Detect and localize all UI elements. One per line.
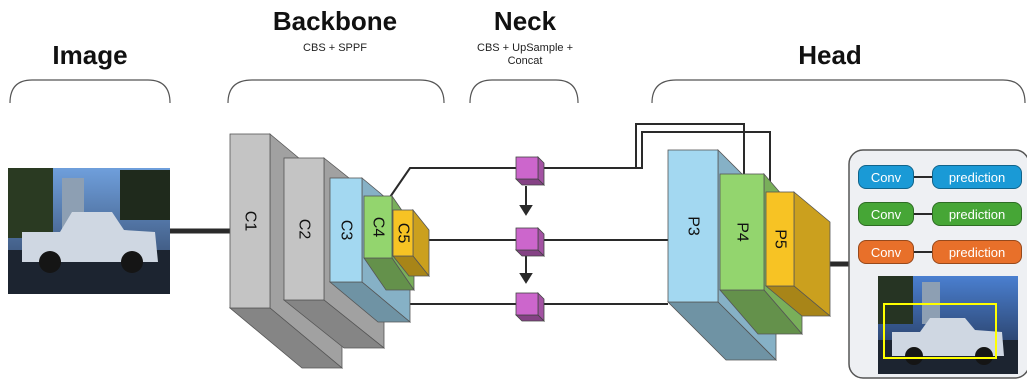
neck-brace [469, 79, 579, 104]
conv-pill-3: Conv [858, 240, 914, 264]
neck-section-subtitle-line1: CBS + UpSample + [477, 42, 573, 54]
backbone-brace [227, 79, 445, 104]
head-layer-p5: P5 [764, 191, 832, 317]
head-brace [651, 79, 1026, 104]
image-section-title: Image [52, 40, 128, 70]
backbone-layer-c4-label: C4 [370, 217, 387, 238]
backbone-layer-c5: C5 [392, 208, 430, 278]
image-brace [9, 79, 171, 104]
output-image [878, 276, 1018, 374]
neck-node-3 [515, 292, 545, 322]
backbone-layer-c3-label: C3 [338, 220, 355, 241]
prediction-connectors [914, 176, 932, 253]
backbone-layer-c1-label: C1 [242, 211, 259, 232]
backbone-layer-c2-label: C2 [296, 219, 313, 240]
conv-pill-2: Conv [858, 202, 914, 226]
head-layer-p5-label: P5 [772, 229, 789, 249]
neck-node-2 [515, 227, 545, 257]
prediction-pill-3: prediction [932, 240, 1022, 264]
head-section-title: Head [798, 40, 862, 70]
prediction-pill-1: prediction [932, 165, 1022, 189]
detection-box [883, 303, 997, 359]
neck-section-title: Neck [493, 6, 557, 36]
prediction-pill-2: prediction [932, 202, 1022, 226]
head-layer-p3-label: P3 [685, 216, 702, 236]
backbone-section-title: Backbone [272, 6, 398, 36]
neck-node-1 [515, 156, 545, 186]
input-image [8, 168, 170, 294]
backbone-layer-c5-label: C5 [395, 223, 412, 244]
conv-pill-1: Conv [858, 165, 914, 189]
neck-arrows [519, 186, 533, 284]
neck-section-subtitle-line2: Concat [507, 55, 543, 67]
backbone-section-subtitle: CBS + SPPF [303, 42, 367, 54]
head-layer-p4-label: P4 [734, 222, 751, 242]
